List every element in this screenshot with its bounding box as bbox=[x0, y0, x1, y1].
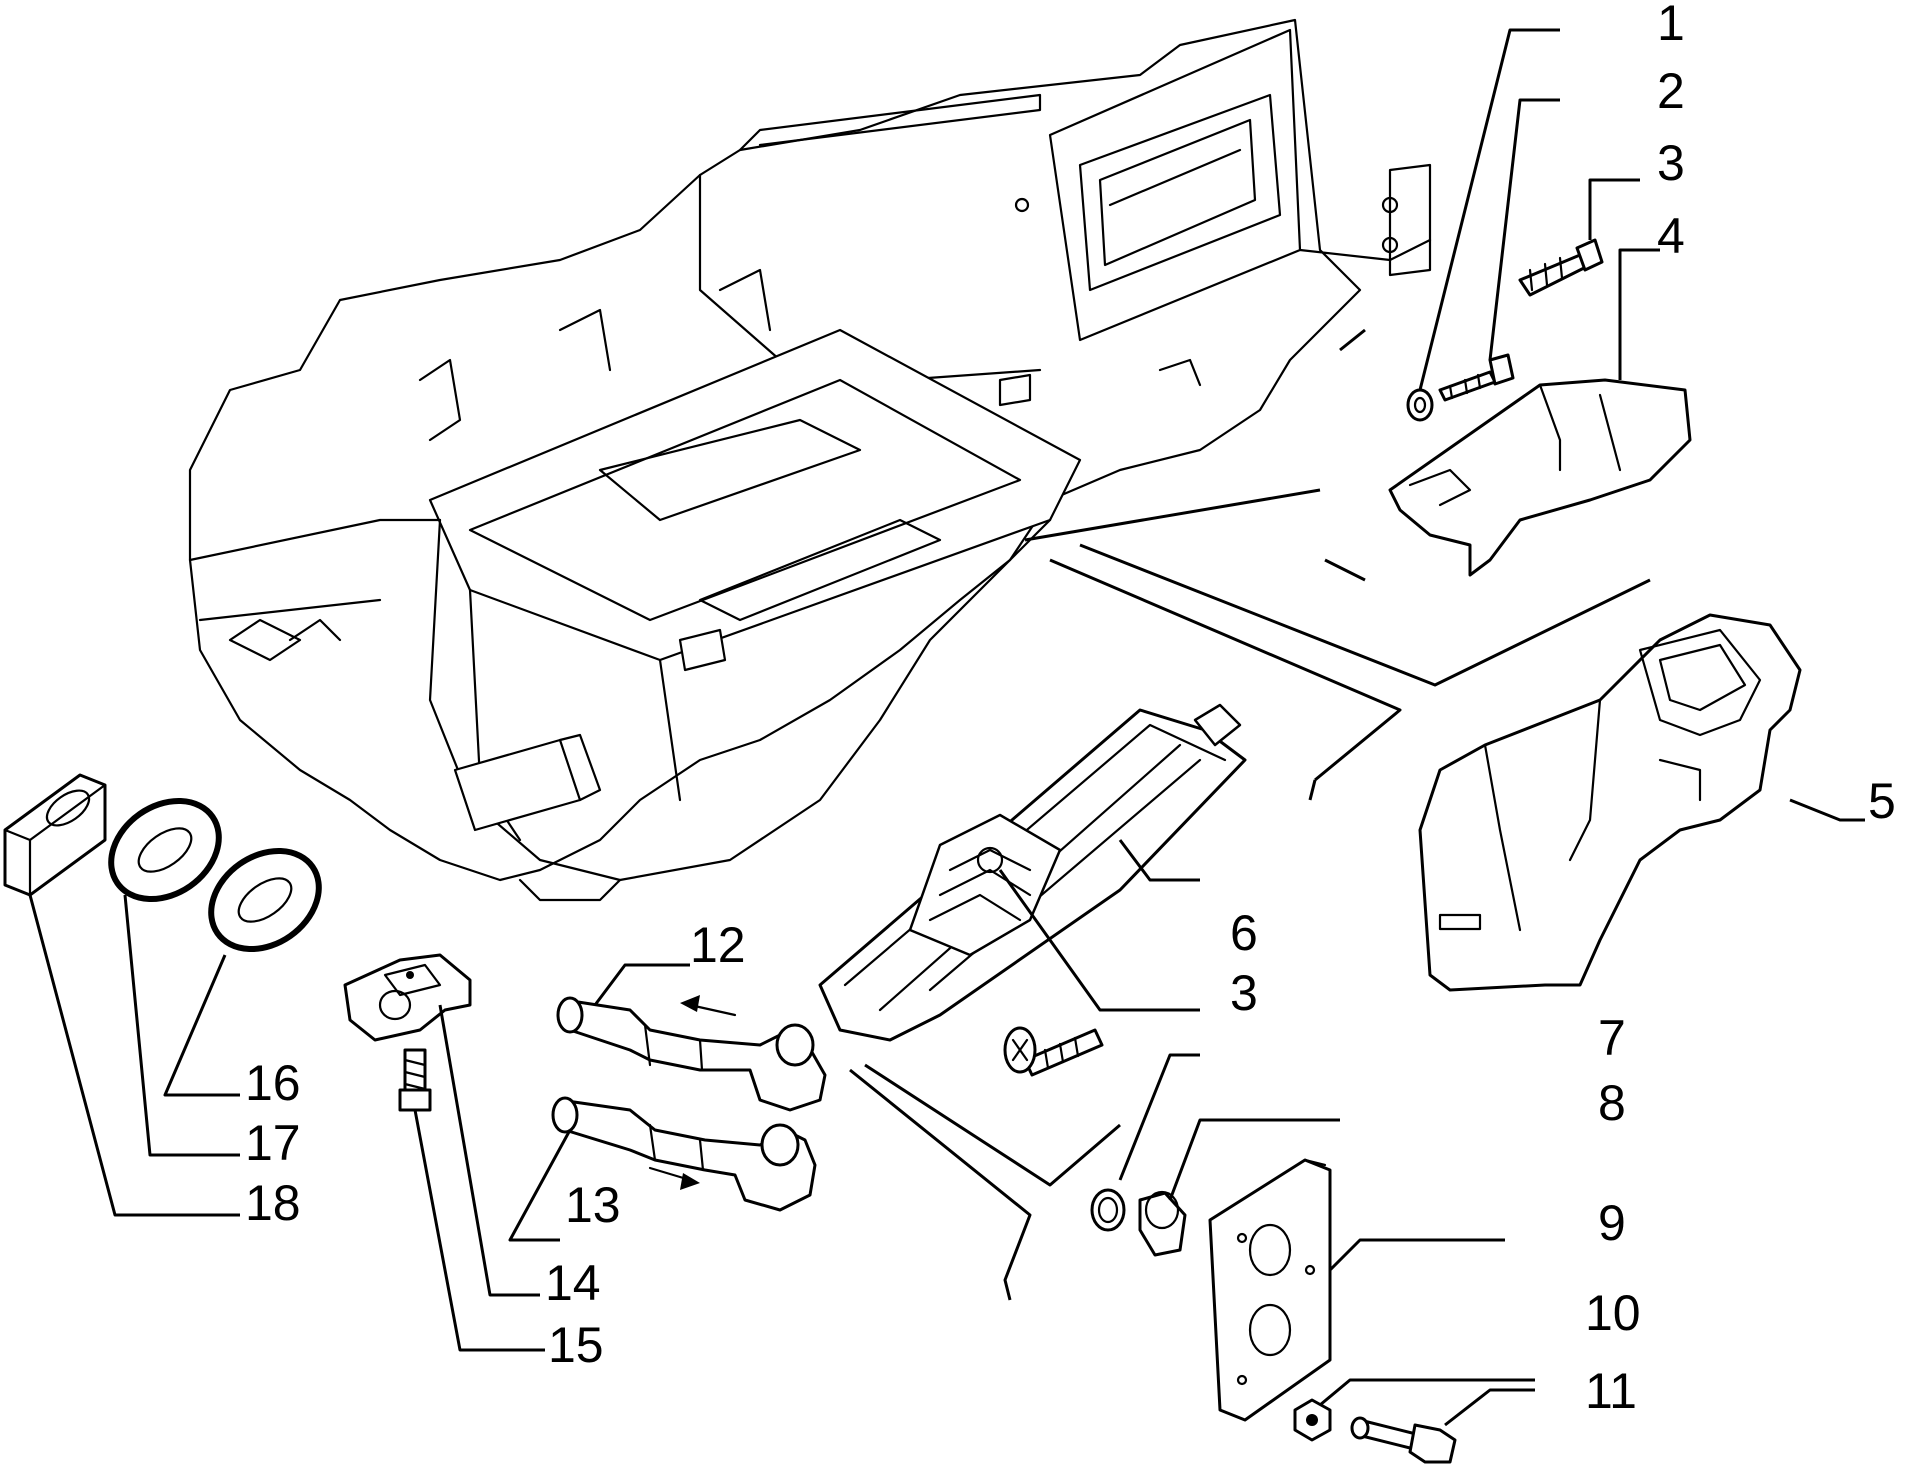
nut-part-10 bbox=[1293, 1398, 1332, 1442]
pipe-part-13 bbox=[551, 1096, 817, 1212]
callout-11: 11 bbox=[1585, 1363, 1637, 1419]
heater-matrix-part-6 bbox=[818, 703, 1247, 1042]
callout-7: 7 bbox=[1598, 1010, 1626, 1066]
callout-13: 13 bbox=[565, 1177, 621, 1233]
plug-part-8 bbox=[1138, 1190, 1187, 1257]
screw-part-15 bbox=[398, 1048, 432, 1112]
assembly-guide-lines bbox=[849, 328, 1651, 1301]
callout-10: 10 bbox=[1585, 1285, 1641, 1341]
callout-3-upper: 3 bbox=[1657, 135, 1685, 191]
heater-housing bbox=[188, 18, 1432, 902]
callout-5: 5 bbox=[1868, 773, 1896, 829]
callout-17: 17 bbox=[245, 1115, 301, 1171]
gasket-plate-part-9 bbox=[1208, 1158, 1332, 1422]
callout-1: 1 bbox=[1657, 0, 1685, 51]
callout-15: 15 bbox=[548, 1317, 604, 1373]
flow-arrow-right bbox=[648, 1166, 700, 1190]
callout-3-lower: 3 bbox=[1230, 965, 1258, 1021]
callout-8: 8 bbox=[1598, 1075, 1626, 1131]
air-duct-part-4 bbox=[1388, 378, 1692, 577]
callout-16: 16 bbox=[245, 1055, 301, 1111]
screw-part-2 bbox=[1438, 353, 1515, 402]
screw-part-3-upper bbox=[1518, 238, 1604, 297]
pipe-part-12 bbox=[556, 996, 827, 1112]
callout-4: 4 bbox=[1657, 208, 1685, 264]
grommet-part-17 bbox=[108, 797, 222, 903]
washer-part-1 bbox=[1406, 388, 1434, 422]
callout-9: 9 bbox=[1598, 1195, 1626, 1251]
bolt-part-11 bbox=[1350, 1416, 1457, 1464]
callout-12: 12 bbox=[690, 917, 746, 973]
callout-18: 18 bbox=[245, 1175, 301, 1231]
valve-part-14 bbox=[343, 953, 472, 1042]
air-duct-part-5 bbox=[1418, 613, 1802, 992]
plug-part-18 bbox=[3, 773, 107, 897]
callout-labels: 1 2 3 4 5 6 3 7 8 9 10 11 12 13 14 15 16… bbox=[245, 0, 1896, 1419]
o-ring-part-7 bbox=[1090, 1188, 1126, 1232]
callout-leader-lines bbox=[28, 28, 1865, 1427]
callout-14: 14 bbox=[545, 1255, 601, 1311]
screw-part-3-lower bbox=[1003, 1026, 1104, 1077]
flow-arrow-left bbox=[680, 995, 737, 1017]
callout-6: 6 bbox=[1230, 905, 1258, 961]
grommet-part-16 bbox=[208, 847, 322, 953]
callout-2: 2 bbox=[1657, 63, 1685, 119]
